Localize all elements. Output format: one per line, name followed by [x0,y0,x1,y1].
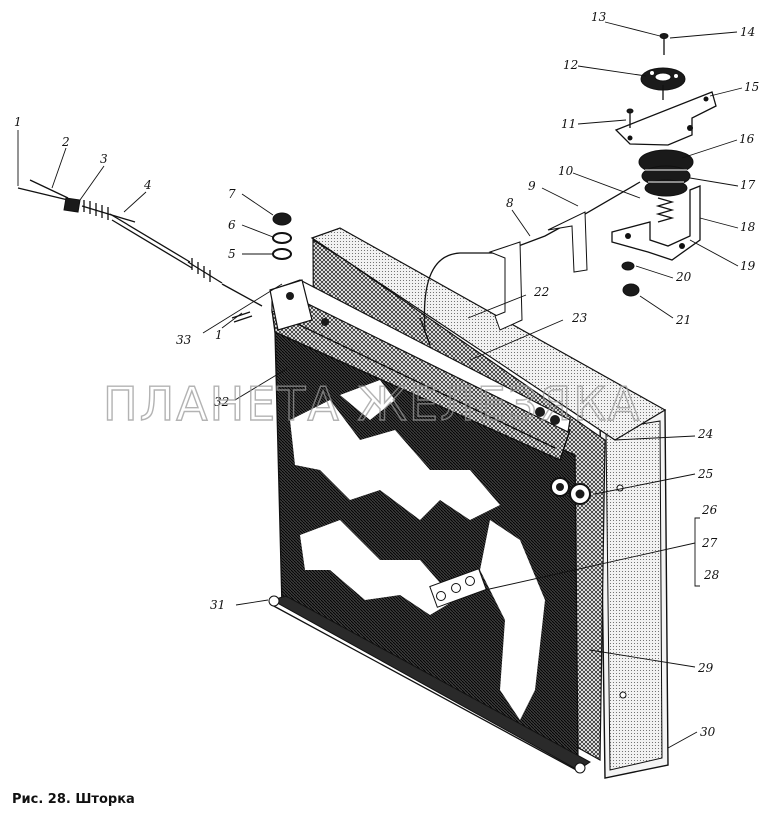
callout-31: 31 [210,598,225,612]
callout-30: 30 [700,725,716,739]
callout-19: 19 [740,259,756,273]
callout-22: 22 [533,285,549,299]
callout-24: 24 [697,427,713,441]
watermark-text: ПЛАНЕТА ЖЕЛЕЗЯКА [103,377,641,431]
callout-14: 14 [740,25,755,39]
callout-16: 16 [739,132,755,146]
callout-5: 5 [228,247,236,261]
callout-9: 9 [528,179,536,193]
callout-3: 3 [100,152,108,166]
actuator-assembly [611,33,717,297]
callout-20: 20 [675,270,692,284]
callout-32: 32 [214,395,229,409]
callout-11: 11 [561,117,576,131]
callout-10: 10 [558,164,574,178]
callout-1: 1 [14,115,22,129]
callout-26: 26 [701,503,718,517]
callout-27: 27 [701,536,718,550]
callout-labels: 1 2 3 4 5 6 7 8 9 10 11 12 13 14 15 16 1… [14,10,759,739]
callout-33: 33 [176,333,192,347]
callout-29: 29 [697,661,714,675]
radiator-core [268,227,669,779]
callout-25: 25 [697,467,713,481]
figure-caption: Рис. 28. Шторка [12,792,135,807]
callout-23: 23 [571,311,588,325]
callout-7: 7 [228,187,236,201]
callout-8: 8 [506,196,514,210]
callout-12: 12 [563,58,578,72]
control-cable [17,179,263,323]
callout-21: 21 [675,313,691,327]
callout-15: 15 [744,80,759,94]
leader-lines [17,21,743,749]
callout-18: 18 [740,220,756,234]
callout-28: 28 [703,568,720,582]
callout-2: 2 [61,135,70,149]
nut-stack [272,212,292,260]
callout-17: 17 [740,178,756,192]
callout-4: 4 [143,178,152,192]
callout-13: 13 [591,10,607,24]
callout-6: 6 [228,218,236,232]
callout-1-lower: 1 [215,328,223,342]
rod-and-bracket [419,181,641,346]
